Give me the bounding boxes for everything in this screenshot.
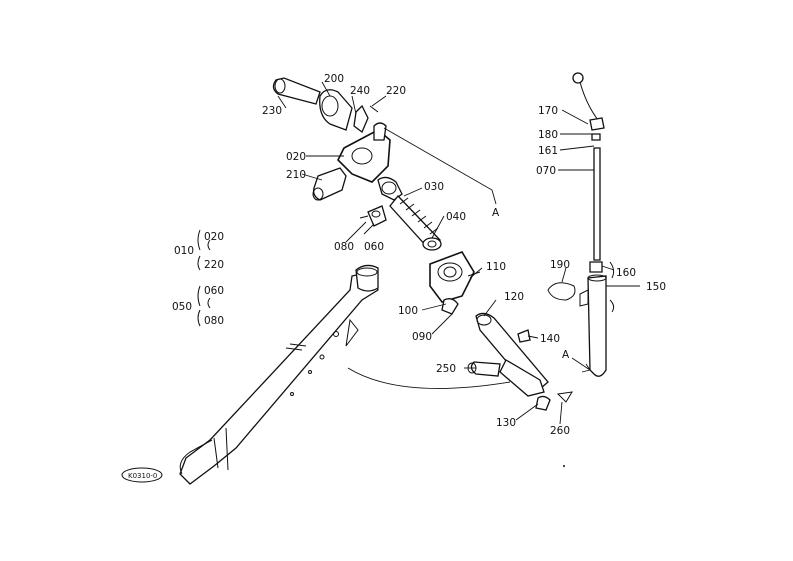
callout-labels: 200 240 220 230 020 210 030 040 080 060 … (172, 73, 666, 437)
callout-220: 220 (386, 85, 406, 97)
callout-010: 010 (174, 245, 194, 257)
callout-020-group: 020 (204, 231, 224, 243)
callout-170: 170 (538, 105, 558, 117)
callout-020: 020 (286, 151, 306, 163)
lower-housing (429, 251, 573, 411)
callout-110: 110 (486, 261, 506, 273)
callout-260: 260 (550, 425, 570, 437)
callout-161: 161 (538, 145, 558, 157)
callout-210: 210 (286, 169, 306, 181)
callout-230: 230 (262, 105, 282, 117)
callout-120: 120 (504, 291, 524, 303)
leader-lines (277, 81, 640, 425)
reference-line-a (383, 127, 497, 205)
callout-190: 190 (550, 259, 570, 271)
callout-050: 050 (172, 301, 192, 313)
reference-a-left: A (492, 207, 500, 219)
callout-060: 060 (364, 241, 384, 253)
callout-220-group: 220 (204, 259, 224, 271)
callout-030: 030 (424, 181, 444, 193)
callout-130: 130 (496, 417, 516, 429)
stray-dot (563, 465, 565, 467)
callout-160: 160 (616, 267, 636, 279)
callout-090: 090 (412, 331, 432, 343)
callout-180: 180 (538, 129, 558, 141)
callout-250: 250 (436, 363, 456, 375)
reference-a-right: A (562, 349, 570, 361)
callout-200: 200 (324, 73, 344, 85)
drawing-code: K0310-0 (128, 472, 157, 480)
nut-060 (359, 205, 387, 227)
callout-240: 240 (350, 85, 370, 97)
callout-140: 140 (540, 333, 560, 345)
drawing-code-badge: K0310-0 (121, 467, 163, 483)
turnbuckle (377, 176, 442, 251)
callout-100: 100 (398, 305, 418, 317)
callout-150: 150 (646, 281, 666, 293)
callout-070: 070 (536, 165, 556, 177)
callout-080-group: 080 (204, 315, 224, 327)
reference-arrow-a-right (571, 357, 591, 373)
callout-040: 040 (446, 211, 466, 223)
rocker-assembly (272, 77, 391, 201)
callout-080: 080 (334, 241, 354, 253)
lever-assembly (547, 72, 615, 377)
group-brackets (197, 229, 211, 327)
callout-060-group: 060 (204, 285, 224, 297)
lift-arm (179, 264, 511, 485)
